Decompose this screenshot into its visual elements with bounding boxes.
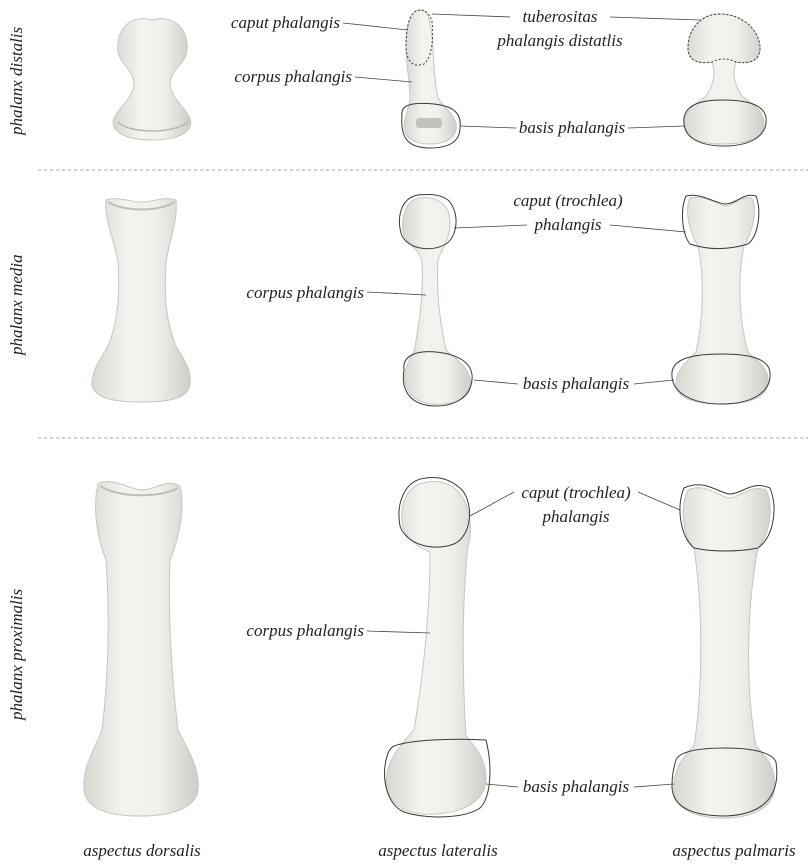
distal-basis-leader-left xyxy=(460,126,516,128)
view-label-palmar: aspectus palmaris xyxy=(672,841,796,860)
distal-corpus-label: corpus phalangis xyxy=(234,67,352,86)
media-caput-leader-left xyxy=(454,225,527,228)
view-label-lateral: aspectus lateralis xyxy=(378,841,498,860)
proximal-lateral-bone xyxy=(385,478,490,817)
media-dorsal-bone xyxy=(92,199,190,402)
proximal-dorsal-bone xyxy=(84,482,198,816)
media-corpus-label: corpus phalangis xyxy=(246,283,364,302)
media-basis-leader-right xyxy=(634,380,674,384)
row-label-distal: phalanx distalis xyxy=(7,26,26,136)
distal-basis-label: basis phalangis xyxy=(519,118,626,137)
proximal-caput-leader-right xyxy=(638,492,680,510)
distal-basis-leader-right xyxy=(628,126,684,128)
distal-caput-label: caput phalangis xyxy=(231,13,340,32)
media-caput-label-2: phalangis xyxy=(533,215,601,234)
distal-tuberositas-label-1: tuberositas xyxy=(523,7,598,26)
proximal-basis-leader-right xyxy=(634,784,674,787)
distal-tuberositas-label-2: phalangis distatlis xyxy=(496,31,623,50)
proximal-corpus-leader xyxy=(367,631,430,633)
distal-lateral-bone xyxy=(402,10,461,148)
row-label-proximal: phalanx proximalis xyxy=(7,589,26,721)
distal-dorsal-bone xyxy=(113,19,190,140)
distal-corpus-leader xyxy=(355,77,412,82)
distal-tuberositas-leader-right xyxy=(610,17,700,20)
proximal-caput-label-1: caput (trochlea) xyxy=(521,483,631,502)
media-basis-label: basis phalangis xyxy=(523,374,630,393)
distal-tuberositas-leader-left xyxy=(432,14,510,17)
media-lateral-bone xyxy=(399,195,472,406)
media-corpus-leader xyxy=(367,292,426,295)
media-caput-label-1: caput (trochlea) xyxy=(513,191,623,210)
view-label-dorsal: aspectus dorsalis xyxy=(83,841,201,860)
distal-palmar-bone xyxy=(684,14,766,146)
row-label-media: phalanx media xyxy=(7,254,26,356)
proximal-corpus-label: corpus phalangis xyxy=(246,621,364,640)
media-palmar-bone xyxy=(672,195,770,404)
proximal-caput-leader-left xyxy=(470,492,514,516)
media-caput-leader-right xyxy=(610,225,686,232)
media-basis-leader-left xyxy=(474,380,518,384)
proximal-basis-label: basis phalangis xyxy=(523,777,630,796)
proximal-palmar-bone xyxy=(672,485,777,818)
proximal-caput-label-2: phalangis xyxy=(541,507,609,526)
proximal-basis-leader-left xyxy=(486,784,518,787)
distal-caput-leader xyxy=(343,23,408,30)
